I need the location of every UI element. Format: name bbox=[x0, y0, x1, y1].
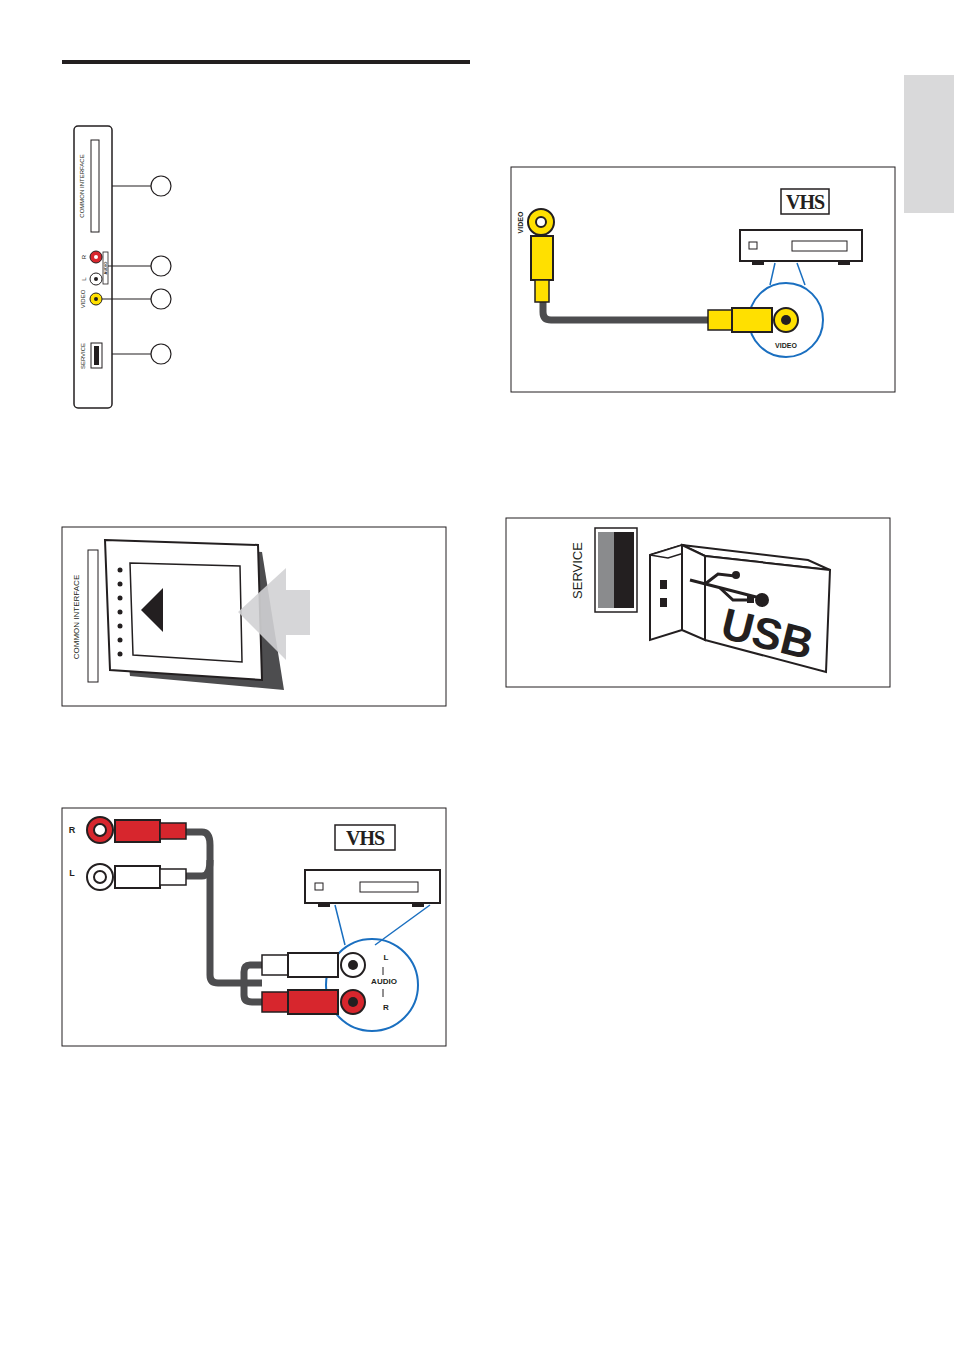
jack-label: R bbox=[383, 1004, 389, 1012]
vhs-badge: VHS bbox=[786, 192, 824, 212]
panel-label: COMMON INTERFACE bbox=[79, 154, 85, 217]
port-label: SERVICE bbox=[571, 542, 584, 599]
jack-label: VIDEO bbox=[775, 342, 797, 349]
panel-label: R bbox=[81, 255, 87, 259]
jack-label: R bbox=[69, 826, 76, 835]
jack-label: L bbox=[69, 869, 75, 878]
jack-label: AUDIO bbox=[371, 978, 397, 986]
panel-label: SERVICE bbox=[80, 343, 86, 369]
panel-label: L bbox=[81, 277, 87, 280]
panel-label: VIDEO bbox=[80, 290, 86, 309]
panel-label: AUDIO bbox=[104, 262, 108, 275]
slot-label: COMMON INTERFACE bbox=[73, 575, 81, 659]
vhs-badge: VHS bbox=[346, 828, 384, 848]
jack-label: L bbox=[384, 954, 389, 962]
jack-label: VIDEO bbox=[517, 211, 524, 233]
